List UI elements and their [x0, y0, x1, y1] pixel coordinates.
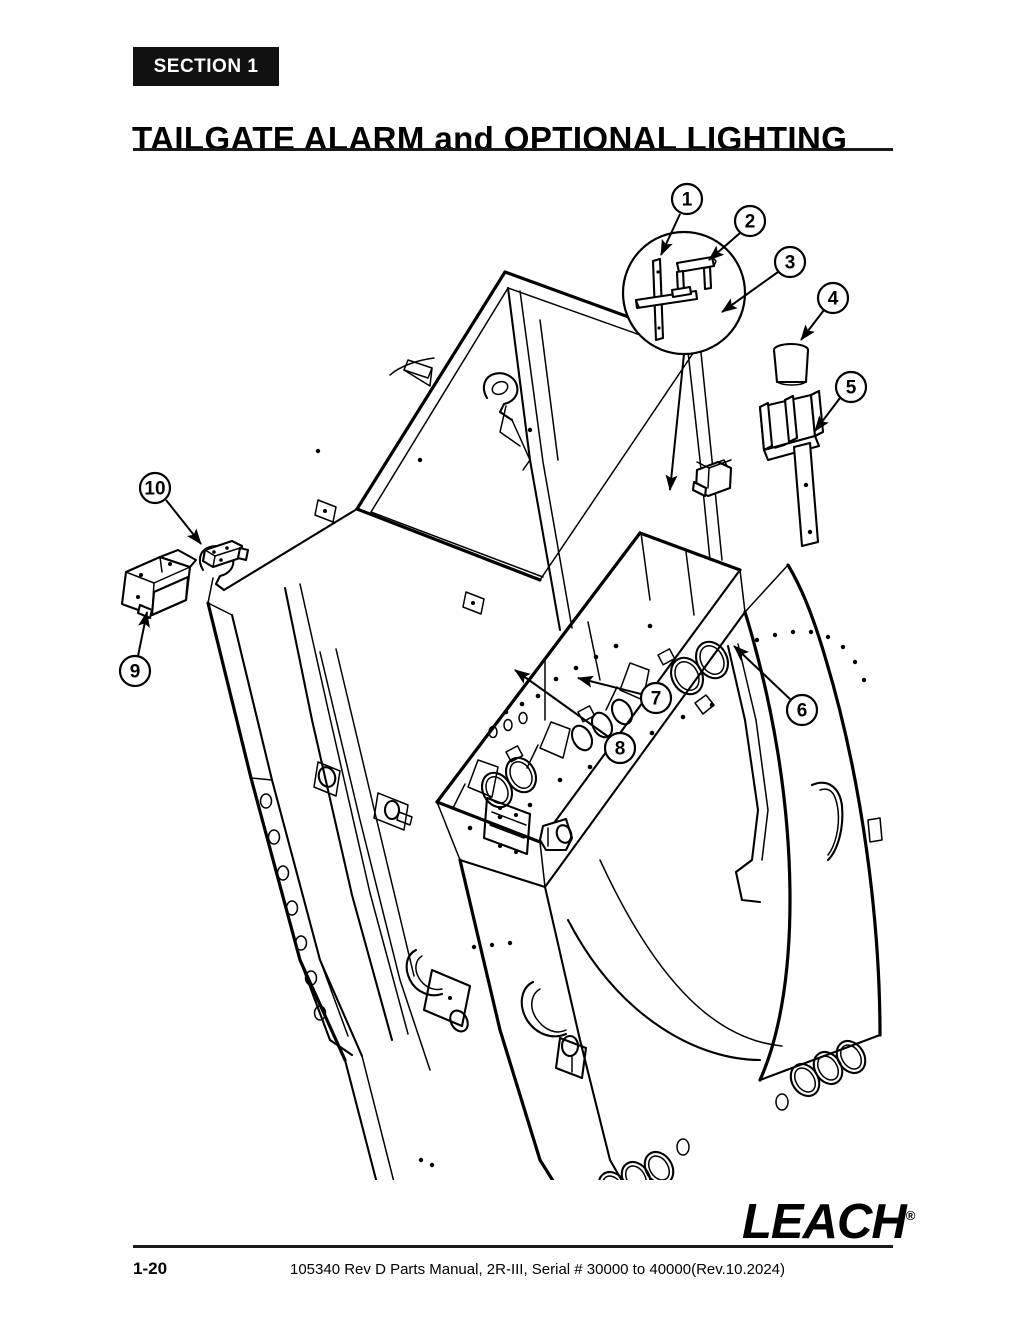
callout-1-bubble	[670, 182, 704, 216]
document-reference: 105340 Rev D Parts Manual, 2R-III, Seria…	[290, 1261, 786, 1278]
detail-bubble-group	[621, 230, 747, 498]
callout-4-leader	[800, 309, 825, 341]
callouts-layer: 1 2 3 4	[118, 182, 868, 765]
callout-1[interactable]: 1	[660, 182, 704, 256]
bottom-lamp-holes-right	[775, 1039, 867, 1111]
callout-1-number: 1	[682, 190, 693, 211]
part-9-corner-light-housing	[120, 548, 198, 620]
rivet-row-lower-left	[418, 940, 513, 1168]
callout-7-number: 7	[651, 689, 662, 710]
callout-7-leader	[577, 675, 642, 695]
callout-5-number: 5	[846, 378, 857, 399]
part-10-small-mounting-bracket	[201, 539, 250, 569]
callout-9-bubble	[118, 654, 152, 688]
section-badge: SECTION 1	[133, 47, 279, 86]
registered-trademark-icon: ®	[905, 1208, 916, 1223]
callout-4-bubble	[816, 281, 850, 315]
callout-4-number: 4	[828, 289, 839, 310]
callout-8-number: 8	[615, 739, 626, 760]
part-4-rubber-grommet	[772, 342, 810, 386]
callout-8[interactable]: 8	[514, 669, 637, 765]
callout-6-number: 6	[797, 701, 808, 722]
callout-1-leader	[660, 213, 681, 256]
callout-10-bubble	[138, 471, 172, 505]
rivet-row-right	[754, 629, 867, 683]
callout-8-leader	[514, 669, 611, 739]
page-number: 1-20	[133, 1259, 168, 1278]
header-divider	[133, 148, 893, 151]
callout-9[interactable]: 9	[118, 611, 152, 688]
part-3-limit-switch	[691, 459, 733, 498]
leach-wordmark: LEACH	[742, 1195, 907, 1249]
callout-2-number: 2	[745, 212, 756, 233]
callout-3[interactable]: 3	[721, 245, 807, 313]
part-2-switch-bracket	[670, 255, 717, 299]
assembly-drawing-svg: .ln { fill:none; stroke:#000; stroke-wid…	[118, 182, 883, 1180]
tailgate-assembly-figure: .ln { fill:none; stroke:#000; stroke-wid…	[0, 160, 1024, 1180]
callout-8-bubble	[603, 731, 637, 765]
callout-2[interactable]: 2	[708, 204, 767, 261]
callout-7-bubble	[639, 681, 673, 715]
callout-10[interactable]: 10	[138, 471, 202, 545]
callout-6-leader	[733, 645, 792, 701]
callout-2-leader	[708, 232, 741, 261]
page-title: TAILGATE ALARM and OPTIONAL LIGHTING	[132, 120, 848, 158]
tailgate-frame-drawing	[198, 270, 883, 1180]
callout-3-leader	[721, 271, 779, 313]
leach-logo: LEACH®	[742, 1198, 915, 1247]
callout-9-leader	[137, 611, 150, 657]
bottom-lamp-holes-left	[597, 1138, 690, 1180]
callout-7[interactable]: 7	[577, 675, 673, 715]
callout-10-leader	[165, 499, 202, 545]
callout-10-number: 10	[144, 479, 165, 500]
callout-4[interactable]: 4	[800, 281, 850, 341]
callout-5-bubble	[834, 370, 868, 404]
callout-3-number: 3	[785, 253, 796, 274]
footer-divider	[133, 1245, 893, 1248]
lamp-holes-right	[669, 640, 730, 715]
callout-3-bubble	[773, 245, 807, 279]
callout-6[interactable]: 6	[733, 645, 819, 727]
callout-5-leader	[814, 397, 841, 432]
callout-6-bubble	[785, 693, 819, 727]
callout-9-number: 9	[130, 662, 141, 683]
detail-bubble-leader	[665, 353, 685, 491]
part-5-light-guard-bracket	[758, 389, 825, 548]
callout-5[interactable]: 5	[814, 370, 868, 432]
callout-2-bubble	[733, 204, 767, 238]
